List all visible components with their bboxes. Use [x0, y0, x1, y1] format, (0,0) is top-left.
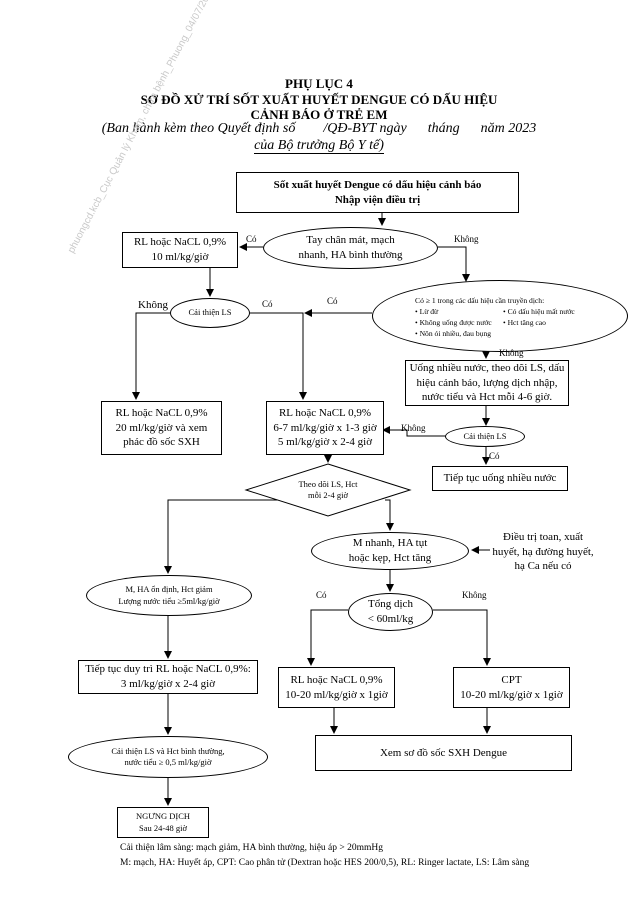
unstable-line-1: M nhanh, HA tụt: [352, 537, 428, 550]
criteria-title: Có ≥ 1 trong các dấu hiệu cần truyền dịc…: [415, 296, 545, 305]
check-line-2: nhanh, HA bình thường: [298, 249, 403, 261]
page-subtitle: CẢNH BÁO Ở TRẺ EM: [250, 107, 388, 122]
monitor-line-1: Theo dõi LS, Hct: [298, 478, 358, 489]
oral-line-3: nước tiểu và Hct mỗi 4-6 giờ.: [421, 391, 553, 404]
arrow-check-no: [438, 246, 470, 282]
transfusion-criteria-node: Có ≥ 1 trong các dấu hiệu cần truyền dịc…: [372, 280, 628, 352]
maintain-line-2: 3 ml/kg/giờ x 2-4 giờ: [120, 678, 216, 690]
page-title: SƠ ĐỒ XỬ TRÍ SỐT XUẤT HUYẾT DENGUE CÓ DẤ…: [140, 92, 498, 107]
shock-line-1: RL hoặc NaCL 0,9%: [115, 407, 208, 420]
check-circulation-node: Tay chân mát, mạch nhanh, HA bình thường: [263, 227, 438, 269]
monitor-line-2: mỗi 2-4 giờ: [308, 490, 348, 500]
acidosis-line-3: hạ Ca nếu có: [514, 560, 572, 573]
rl-6-7ml-node: RL hoặc NaCL 0,9% 6-7 ml/kg/giờ x 1-3 gi…: [266, 401, 384, 455]
footnote-clinical-improvement: Cải thiện lâm sàng: mạch giảm, HA bình t…: [120, 843, 384, 853]
rl-10-20ml-node: RL hoặc NaCL 0,9% 10-20 ml/kg/giờ x 1giờ: [278, 667, 395, 708]
rl-20ml-shock-node: RL hoặc NaCL 0,9% 20 ml/kg/giờ và xem ph…: [101, 401, 222, 455]
see-shock-protocol-node: Xem sơ đồ sốc SXH Dengue: [315, 735, 572, 771]
maintain-line-1: Tiếp tục duy trì RL hoặc NaCL 0,9%:: [85, 663, 251, 676]
stop-line-1: NGƯNG DỊCH: [135, 811, 191, 822]
stable-line-2: Lượng nước tiểu ≥5ml/kg/giờ: [118, 595, 220, 606]
edge-label-no: Không: [401, 423, 426, 433]
edge-label-no: Không: [462, 590, 487, 600]
edge-label-yes: Có: [489, 451, 500, 461]
stop-line-2: Sau 24-48 giờ: [139, 822, 187, 833]
check-line-1: Tay chân mát, mạch: [306, 234, 395, 247]
rl-1020-line-2: 10-20 ml/kg/giờ x 1giờ: [285, 688, 388, 701]
total-fluid-line-1: Tổng dịch: [368, 598, 413, 611]
edge-label-yes: Có: [316, 590, 327, 600]
rl-10ml-line-1: RL hoặc NaCL 0,9%: [133, 236, 227, 249]
normal-line-1: Cải thiện LS và Hct bình thường,: [111, 745, 225, 756]
arrow-improve1-no: [132, 312, 170, 400]
start-line-2: Nhập viện điều trị: [334, 193, 421, 206]
appendix-label: PHỤ LỤC 4: [285, 76, 353, 91]
acidosis-line-1: Điều trị toan, xuất: [502, 531, 584, 544]
arrow-urine-yes: [307, 609, 348, 666]
stable-line-1: M, HA ổn định, Hct giảm: [125, 584, 213, 595]
normal-line-2: nước tiểu ≥ 0,5 ml/kg/giờ: [124, 757, 212, 767]
edge-label-no: Không: [499, 348, 524, 358]
criteria-item: Hct tăng cao: [507, 318, 546, 327]
issuer-line: của Bộ trưởng Bộ Y tế): [0, 138, 638, 154]
oral-line-1: Uống nhiều nước, theo dõi LS, dấu: [409, 362, 565, 375]
rl-67-line-1: RL hoặc NaCL 0,9%: [278, 407, 372, 420]
improve-ls-node-2: Cải thiện LS: [445, 426, 525, 447]
improve-ls-1-label: Cải thiện LS: [188, 307, 232, 318]
oral-line-2: hiệu cảnh báo, lượng dịch nhập,: [416, 376, 558, 389]
total-fluid-line-2: < 60ml/kg: [367, 613, 414, 625]
shock-line-2: 20 ml/kg/giờ và xem: [115, 421, 208, 434]
arrow-improve2-no: [382, 426, 445, 437]
improve-ls-node-1: Cải thiện LS: [170, 298, 250, 328]
arrow-monitor-to-stable: [164, 499, 278, 574]
cpt-line-1: CPT: [501, 673, 522, 686]
improve-ls-2-label: Cải thiện LS: [463, 430, 507, 441]
issuer-text: của Bộ trưởng Bộ Y tế): [254, 138, 384, 154]
rl-1020-line-1: RL hoặc NaCL 0,9%: [290, 673, 383, 686]
monitor-node: Theo dõi LS, Hct mỗi 2-4 giờ: [282, 474, 374, 506]
arrow-improve1-yes: [250, 312, 307, 400]
acidosis-treatment-note: Điều trị toan, xuất huyết, hạ đường huyế…: [488, 531, 598, 573]
start-line-1: Sốt xuất huyết Dengue có dấu hiệu cảnh b…: [273, 178, 482, 191]
footnote-abbreviations: M: mạch, HA: Huyết áp, CPT: Cao phân tử …: [120, 858, 530, 868]
acidosis-line-2: huyết, hạ đường huyết,: [492, 545, 594, 558]
issued-by-line: (Ban hành kèm theo Quyết định số /QĐ-BYT…: [101, 121, 537, 136]
see-shock-label: Xem sơ đồ sốc SXH Dengue: [379, 746, 508, 759]
rl-10ml-line-2: 10 ml/kg/giờ: [151, 251, 209, 263]
monitor-diamond-shape: [244, 463, 412, 517]
maintain-rl-node: Tiếp tục duy trì RL hoặc NaCL 0,9%: 3 ml…: [78, 660, 258, 694]
edge-label-yes: Có: [262, 299, 273, 309]
cpt-line-2: 10-20 ml/kg/giờ x 1giờ: [460, 688, 563, 701]
stable-vitals-node: M, HA ổn định, Hct giảm Lượng nước tiểu …: [86, 575, 252, 616]
total-fluid-node: Tổng dịch < 60ml/kg: [348, 593, 433, 631]
arrow-monitor-to-unstable: [385, 499, 394, 531]
rl-67-line-3: 5 ml/kg/giờ x 2-4 giờ: [277, 436, 373, 449]
stop-fluids-node: NGƯNG DỊCH Sau 24-48 giờ: [117, 807, 209, 838]
edge-label-no: Không: [454, 234, 479, 244]
edge-label-no: Không: [138, 299, 168, 311]
continue-oral-label: Tiếp tục uống nhiều nước: [443, 472, 557, 485]
edge-label-yes: Có: [246, 234, 257, 244]
criteria-item: Nôn ói nhiều, đau bụng: [419, 329, 492, 338]
shock-line-3: phác đồ sốc SXH: [123, 436, 200, 449]
edge-label-yes: Có: [327, 296, 338, 306]
start-node: Sốt xuất huyết Dengue có dấu hiệu cảnh b…: [236, 172, 519, 213]
normal-hct-node: Cải thiện LS và Hct bình thường, nước ti…: [68, 736, 268, 778]
rl-67-line-2: 6-7 ml/kg/giờ x 1-3 giờ: [273, 421, 377, 434]
criteria-item: Có dấu hiệu mất nước: [507, 307, 575, 316]
criteria-item: Lừ đừ: [419, 307, 439, 316]
unstable-vitals-node: M nhanh, HA tụt hoặc kẹp, Hct tăng: [311, 532, 469, 570]
oral-fluids-node: Uống nhiều nước, theo dõi LS, dấu hiệu c…: [405, 360, 569, 406]
arrow-urine-no: [433, 609, 491, 666]
unstable-line-2: hoặc kẹp, Hct tăng: [348, 552, 432, 564]
rl-10ml-node: RL hoặc NaCL 0,9% 10 ml/kg/giờ: [122, 232, 238, 268]
continue-oral-node: Tiếp tục uống nhiều nước: [432, 466, 568, 491]
criteria-item: Không uống được nước: [419, 318, 492, 327]
cpt-node: CPT 10-20 ml/kg/giờ x 1giờ: [453, 667, 570, 708]
